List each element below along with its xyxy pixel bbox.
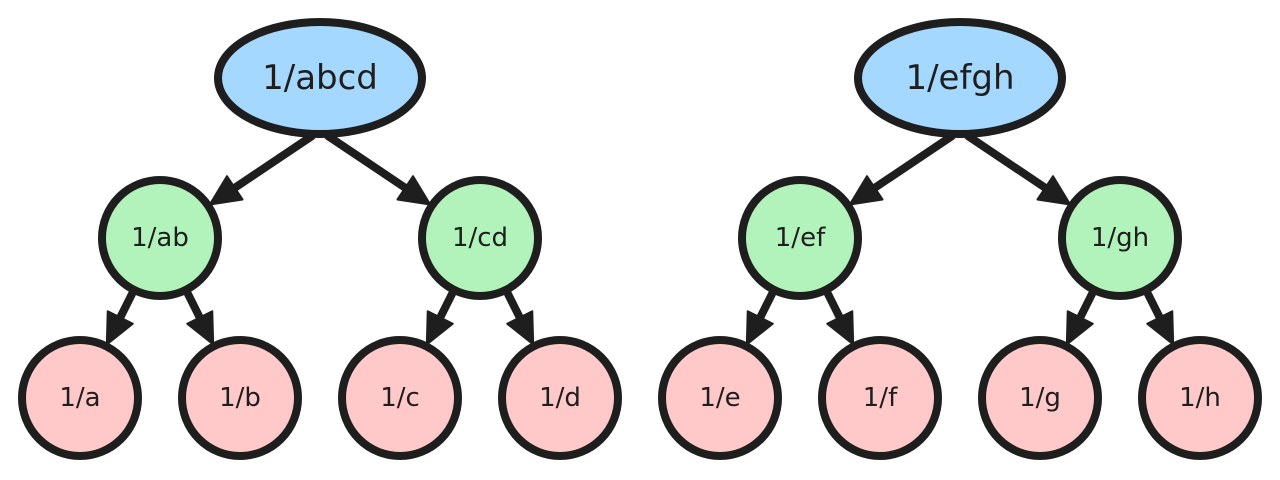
mid-node-1ab-label: 1/ab xyxy=(131,223,189,253)
leaf-node-1a: 1/a xyxy=(18,336,142,460)
leaf-node-1h-label: 1/h xyxy=(1179,383,1221,413)
mid-node-1gh-shape xyxy=(1058,176,1182,300)
mid-node-1cd: 1/cd xyxy=(418,176,542,300)
arrowhead-icon xyxy=(826,310,855,346)
edge-1ef-1f xyxy=(819,280,855,346)
edge-1cd-1c xyxy=(425,280,461,346)
leaf-node-1e-shape xyxy=(658,336,782,460)
edge-1abcd-1ab xyxy=(208,132,316,206)
edge-1abcd-1cd-line xyxy=(324,132,413,195)
arrowhead-icon xyxy=(105,310,134,346)
leaf-node-1f: 1/f xyxy=(818,336,942,460)
mid-node-1gh: 1/gh xyxy=(1058,176,1182,300)
leaf-node-1c-shape xyxy=(338,336,462,460)
root-node-1abcd-shape xyxy=(214,18,426,138)
arrowhead-icon xyxy=(1146,310,1175,346)
mid-node-1ab-shape xyxy=(98,176,222,300)
root-node-1efgh-shape xyxy=(854,18,1066,138)
edge-1abcd-1ab-line xyxy=(227,132,316,195)
edges-layer xyxy=(105,132,1175,346)
leaf-node-1c-label: 1/c xyxy=(380,383,420,413)
root-node-1efgh-label: 1/efgh xyxy=(905,58,1014,98)
leaf-node-1e: 1/e xyxy=(658,336,782,460)
leaf-node-1g-shape xyxy=(978,336,1102,460)
arrowhead-icon xyxy=(1036,175,1072,206)
edge-1ab-1b xyxy=(179,280,215,346)
edge-1cd-1d xyxy=(499,280,535,346)
mid-node-1ef-label: 1/ef xyxy=(775,223,826,253)
arrowhead-icon xyxy=(848,175,884,206)
leaf-node-1h-shape xyxy=(1138,336,1262,460)
leaf-node-1g: 1/g xyxy=(978,336,1102,460)
edge-1abcd-1cd xyxy=(324,132,432,206)
edge-1efgh-1gh xyxy=(964,132,1072,206)
leaf-node-1b: 1/b xyxy=(178,336,302,460)
leaf-node-1g-label: 1/g xyxy=(1019,383,1061,413)
mid-node-1ef: 1/ef xyxy=(738,176,862,300)
leaf-node-1d: 1/d xyxy=(498,336,622,460)
leaf-node-1h: 1/h xyxy=(1138,336,1262,460)
leaf-node-1a-label: 1/a xyxy=(59,383,100,413)
leaf-node-1f-shape xyxy=(818,336,942,460)
arrowhead-icon xyxy=(396,175,432,206)
mid-node-1cd-shape xyxy=(418,176,542,300)
mid-node-1gh-label: 1/gh xyxy=(1091,223,1149,253)
root-node-1abcd: 1/abcd xyxy=(214,18,426,138)
edge-1efgh-1gh-line xyxy=(964,132,1053,195)
arrowhead-icon xyxy=(1065,310,1094,346)
mid-node-1ab: 1/ab xyxy=(98,176,222,300)
root-node-1abcd-label: 1/abcd xyxy=(262,58,378,98)
edge-1ab-1a xyxy=(105,280,141,346)
arrowhead-icon xyxy=(506,310,535,346)
leaf-node-1d-shape xyxy=(498,336,622,460)
arrowhead-icon xyxy=(208,175,244,206)
leaf-node-1b-label: 1/b xyxy=(219,383,261,413)
root-node-1efgh: 1/efgh xyxy=(854,18,1066,138)
arrowhead-icon xyxy=(745,310,774,346)
leaf-node-1b-shape xyxy=(178,336,302,460)
leaf-node-1c: 1/c xyxy=(338,336,462,460)
arrowhead-icon xyxy=(425,310,454,346)
mid-node-1cd-label: 1/cd xyxy=(452,223,508,253)
leaf-node-1f-label: 1/f xyxy=(863,383,898,413)
nodes-layer: 1/abcd 1/ab 1/a 1/b 1/cd 1/c 1/d 1/efgh 1/ef 1/e 1… xyxy=(18,18,1262,460)
leaf-node-1e-label: 1/e xyxy=(699,383,740,413)
edge-1gh-1g xyxy=(1065,280,1101,346)
arrowhead-icon xyxy=(186,310,215,346)
leaf-node-1d-label: 1/d xyxy=(539,383,581,413)
edge-1efgh-1ef-line xyxy=(867,132,956,195)
edge-1gh-1h xyxy=(1139,280,1175,346)
edge-1ef-1e xyxy=(745,280,781,346)
mid-node-1ef-shape xyxy=(738,176,862,300)
leaf-node-1a-shape xyxy=(18,336,142,460)
edge-1efgh-1ef xyxy=(848,132,956,206)
